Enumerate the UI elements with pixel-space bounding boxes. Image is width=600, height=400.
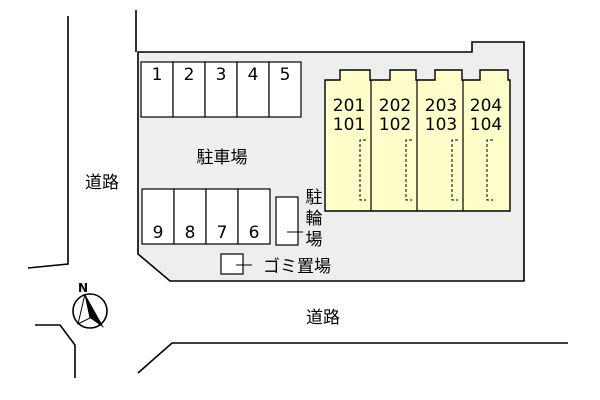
parking-row-top xyxy=(140,61,302,118)
road-west-label: 道路 xyxy=(85,173,119,193)
unit-upper-number: 202 xyxy=(379,96,411,116)
unit-numbers: 201 101 202 102 203 103 204 104 xyxy=(333,96,502,135)
parking-number: 1 xyxy=(152,65,163,85)
bicycle-parking-label-3: 場 xyxy=(306,230,323,250)
garbage-area xyxy=(220,253,244,275)
parking-row-bottom xyxy=(141,188,271,245)
compass-north-label: N xyxy=(78,281,88,295)
compass-needle-light xyxy=(77,293,91,325)
parking-number: 8 xyxy=(185,223,196,243)
parking-label: 駐車場 xyxy=(197,148,248,168)
unit-lower-number: 101 xyxy=(333,115,365,135)
compass: N xyxy=(72,281,108,329)
parking-number: 6 xyxy=(249,223,260,243)
unit-upper-number: 203 xyxy=(425,96,457,116)
parking-space-5 xyxy=(268,61,302,118)
parking-number: 9 xyxy=(153,223,164,243)
unit-dividers xyxy=(370,80,464,211)
parking-row-top-numbers: 1 2 3 4 5 xyxy=(152,65,291,85)
bicycle-parking-label-2: 輪 xyxy=(306,209,323,229)
unit-upper-number: 201 xyxy=(333,96,365,116)
parking-space-3 xyxy=(204,61,238,118)
parking-number: 3 xyxy=(216,65,227,85)
parking-space-2 xyxy=(172,61,206,118)
road-south-label: 道路 xyxy=(306,308,340,328)
bicycle-parking xyxy=(275,196,299,246)
bicycle-parking-label-1: 駐 xyxy=(306,188,323,208)
unit-lower-number: 102 xyxy=(379,115,411,135)
parking-row-bottom-numbers: 9 8 7 6 xyxy=(153,223,260,243)
unit-stairs xyxy=(359,139,493,201)
road-lines xyxy=(27,10,568,378)
parking-number: 7 xyxy=(217,223,228,243)
parking-number: 2 xyxy=(184,65,195,85)
compass-needle-dark xyxy=(85,294,104,328)
unit-upper-number: 204 xyxy=(470,96,502,116)
parking-space-6 xyxy=(237,188,271,245)
parking-number: 5 xyxy=(280,65,291,85)
road-southwest-corner xyxy=(35,324,76,378)
parking-number: 4 xyxy=(248,65,259,85)
garbage-label: ゴミ置場 xyxy=(263,256,331,277)
unit-lower-number: 104 xyxy=(470,115,502,135)
unit-lower-number: 103 xyxy=(425,115,457,135)
road-west-edge xyxy=(27,16,69,269)
road-south-bottom-edge xyxy=(137,342,568,374)
